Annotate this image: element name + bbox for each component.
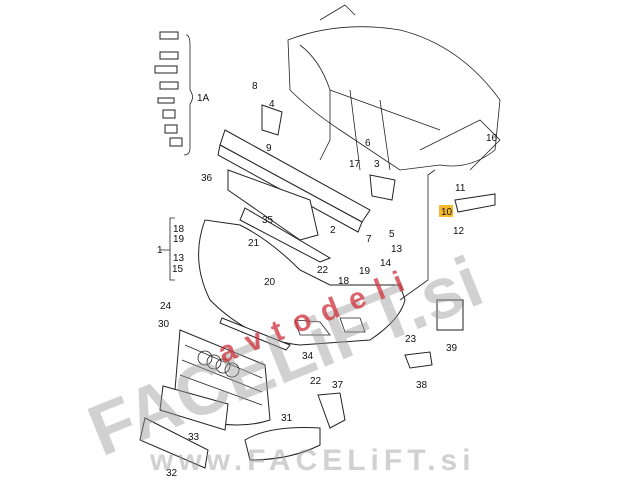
callout-10: 10 — [441, 207, 453, 218]
callout-24: 24 — [160, 301, 172, 312]
callout-20: 20 — [264, 277, 276, 288]
callout-22: 22 — [317, 265, 329, 276]
callout-12: 12 — [453, 226, 465, 237]
part-10 — [454, 193, 496, 213]
bumper-cover — [198, 219, 406, 346]
part-37 — [317, 392, 346, 429]
trim-34 — [219, 317, 291, 351]
callout-1: 1 — [157, 245, 163, 256]
callout-14: 14 — [380, 258, 392, 269]
callout-18: 18 — [173, 224, 185, 235]
callout-17: 17 — [349, 159, 361, 170]
callout-6: 6 — [365, 138, 371, 149]
callout-7: 7 — [366, 234, 372, 245]
callout-37: 37 — [332, 380, 344, 391]
callout-highlight — [439, 205, 453, 217]
car-body-frame — [287, 4, 501, 171]
part-3 — [369, 174, 396, 201]
callout-13: 13 — [391, 244, 403, 255]
part-39 — [436, 299, 464, 331]
callout-22: 22 — [310, 376, 322, 387]
part-4 — [261, 104, 283, 136]
callout-4: 4 — [269, 99, 275, 110]
fog-grille-31 — [244, 427, 321, 461]
callout-5: 5 — [389, 229, 395, 240]
callout-36: 36 — [201, 173, 213, 184]
impact-beam — [217, 129, 371, 233]
callout-1A: 1A — [197, 93, 210, 104]
callout-32: 32 — [166, 468, 178, 479]
callout-9: 9 — [266, 143, 272, 154]
callout-3: 3 — [374, 159, 380, 170]
strip-35 — [239, 207, 332, 263]
callout-30: 30 — [158, 319, 170, 330]
callout-38: 38 — [416, 380, 428, 391]
small-parts — [261, 104, 496, 429]
callout-15: 15 — [172, 264, 184, 275]
callout-23: 23 — [405, 334, 417, 345]
fasteners-1a — [154, 31, 183, 147]
plate-holder-32 — [139, 417, 209, 469]
callout-18: 18 — [338, 276, 350, 287]
callout-19: 19 — [359, 266, 371, 277]
callout-35: 35 — [262, 215, 274, 226]
callout-8: 8 — [252, 81, 258, 92]
callout-2: 2 — [330, 225, 336, 236]
callout-39: 39 — [446, 343, 458, 354]
part-38 — [404, 351, 433, 369]
callout-16: 16 — [486, 133, 498, 144]
callout-33: 33 — [188, 432, 200, 443]
bracket-36 — [227, 169, 319, 241]
callout-19: 19 — [173, 234, 185, 245]
callout-34: 34 — [302, 351, 314, 362]
watermark-footer: www.FACELiFT.si — [149, 444, 476, 477]
lower-grille-33 — [159, 385, 229, 431]
callout-11: 11 — [455, 183, 466, 194]
callout-13: 13 — [173, 253, 185, 264]
callout-21: 21 — [248, 238, 260, 249]
callout-31: 31 — [281, 413, 293, 424]
